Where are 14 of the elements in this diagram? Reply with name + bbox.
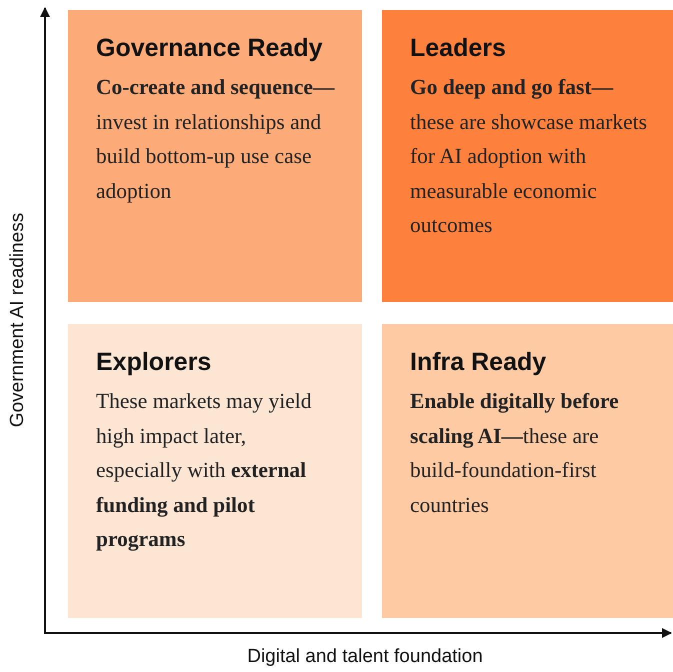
quadrant-card bbox=[68, 324, 362, 618]
quadrant-description: These markets may yield high impact later, especially with external funding and pilot programs bbox=[96, 388, 313, 553]
quadrant-heading: Governance Ready bbox=[96, 33, 322, 64]
quadrant-heading: Explorers bbox=[96, 347, 212, 378]
quadrant-heading: Leaders bbox=[410, 33, 506, 64]
quadrant-description: Enable digitally before scaling AI—these are build-foundation-first countries bbox=[410, 388, 620, 518]
quadrant-card bbox=[68, 10, 362, 302]
y-axis-label: Government AI readiness bbox=[7, 212, 29, 428]
quadrant-card bbox=[382, 324, 673, 618]
x-axis-label: Digital and talent foundation bbox=[247, 646, 483, 668]
quadrant-description: Go deep and go fast—these are showcase markets for AI adoption with measurable economic outcomes bbox=[410, 74, 648, 239]
quadrant-description: Co-create and sequence—invest in relationships and build bottom-up use case adoption bbox=[96, 74, 336, 205]
quadrant-card bbox=[382, 10, 673, 302]
quadrant-heading: Infra Ready bbox=[410, 347, 546, 378]
